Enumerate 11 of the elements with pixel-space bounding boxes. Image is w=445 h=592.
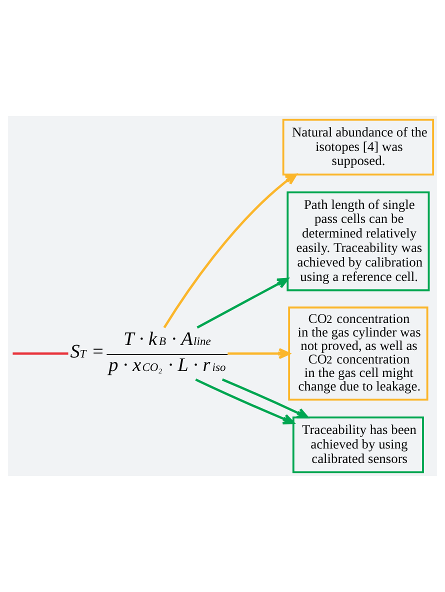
- node-box: Traceability has been achieved by using calibrated sensors: [292, 416, 424, 474]
- arrow: [195, 378, 294, 424]
- node-text: ST = T · kB · Aline p · xCO₂ · L · riso: [70, 328, 226, 376]
- node-box: Natural abundance of the isotopes [4] was supposed.: [282, 118, 434, 176]
- node-box: Path length of single pass cells can be determined relatively easily. Traceability was achieved by calibration using a reference cell.: [286, 191, 430, 292]
- connector: [12, 352, 68, 355]
- arrow: [228, 348, 290, 360]
- arrow: [196, 278, 289, 329]
- node-box: CO2 concentration in the gas cylinder was not proved, as well as CO2 concentration in the gas cell might change due to leakage.: [288, 306, 428, 401]
- arrow: [222, 378, 308, 418]
- arrow: [163, 174, 297, 328]
